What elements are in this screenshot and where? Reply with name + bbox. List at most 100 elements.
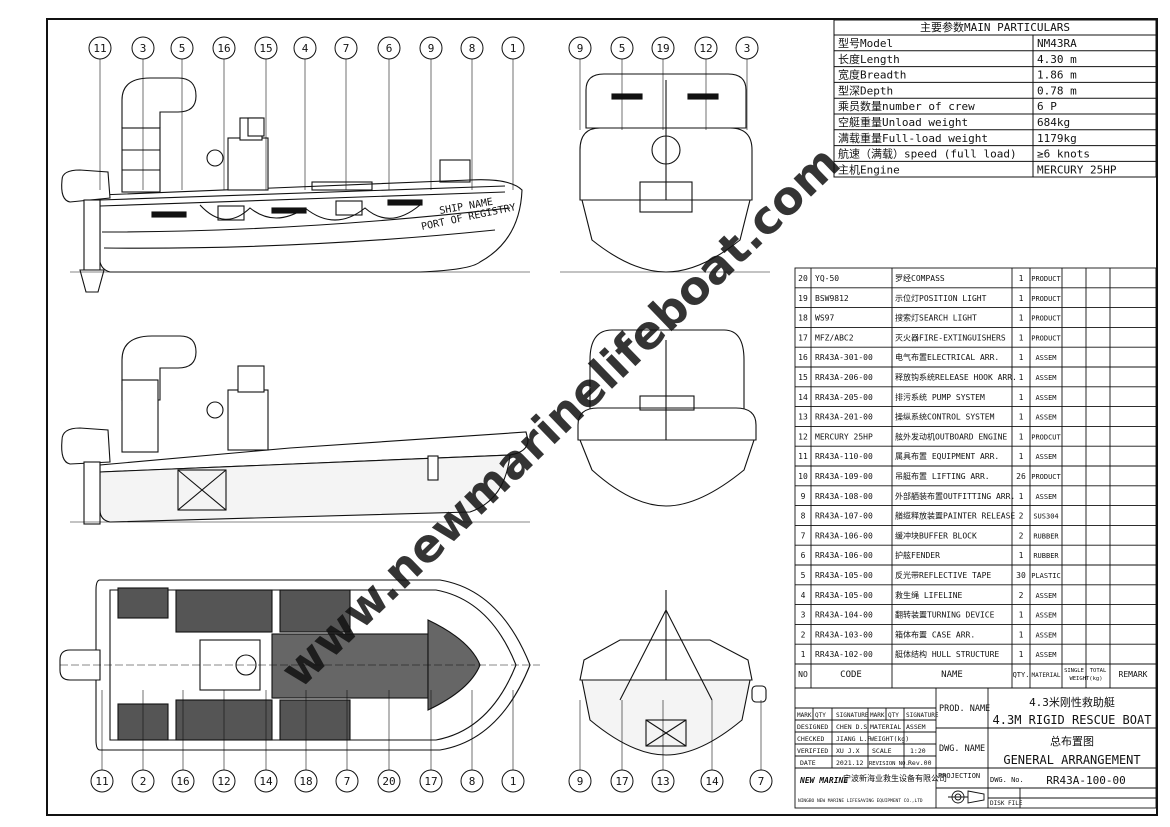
- callout-bubble: [568, 36, 592, 60]
- part-qty: 1: [1019, 393, 1024, 402]
- section-view: [577, 329, 757, 507]
- part-no: 16: [798, 353, 808, 362]
- part-name: 吊艇布置 LIFTING ARR.: [895, 471, 990, 481]
- callout-number: 7: [758, 775, 765, 788]
- callout-number: 5: [619, 42, 626, 55]
- part-qty: 1: [1019, 314, 1024, 323]
- callout-bubble: [212, 769, 236, 793]
- part-name: 示位灯POSITION LIGHT: [895, 293, 987, 303]
- part-qty: 26: [1016, 472, 1026, 481]
- callout-number: 16: [176, 775, 189, 788]
- part-name: 操纵系统CONTROL SYSTEM: [895, 412, 995, 422]
- callout-bubble: [335, 769, 359, 793]
- particular-value: NM43RA: [1037, 37, 1077, 50]
- part-name: 缓冲块BUFFER BLOCK: [895, 530, 977, 540]
- part-code: RR43A-201-00: [815, 413, 873, 422]
- part-material: ASSEM: [1035, 354, 1056, 362]
- part-code: RR43A-206-00: [815, 373, 873, 382]
- particular-label: 长度Length: [838, 52, 900, 66]
- part-name: 艇体结构 HULL STRUCTURE: [895, 649, 999, 659]
- company-logo: NEW MARINE: [799, 776, 848, 785]
- callout-bubble: [170, 36, 194, 60]
- tb-disk-file: DISK FILE: [990, 800, 1023, 807]
- tb-dwg-name: DWG. NAME: [939, 744, 985, 754]
- tb-checked-by: JIANG L.F: [836, 735, 871, 743]
- side-profile-view: [61, 77, 530, 293]
- callout-bubble: [212, 36, 236, 60]
- part-qty: 1: [1019, 353, 1024, 362]
- part-material: ASSEM: [1035, 493, 1056, 501]
- part-material: RUBBER: [1033, 532, 1059, 540]
- tb-checked: CHECKED: [797, 735, 824, 743]
- rear-view: [579, 590, 767, 756]
- particular-value: MERCURY 25HP: [1037, 163, 1117, 176]
- part-name: 外部舾装布置OUTFITTING ARR.: [895, 491, 1015, 501]
- part-code: MERCURY 25HP: [815, 432, 873, 441]
- part-no: 20: [798, 274, 808, 283]
- part-material: PLASTIC: [1031, 572, 1061, 580]
- part-code: RR43A-108-00: [815, 492, 873, 501]
- callout-bubble: [501, 36, 525, 60]
- tb-scale-val: 1:20: [910, 747, 926, 755]
- tb-dwg-no-val: RR43A-100-00: [1046, 774, 1125, 787]
- part-material: PRODUCT: [1031, 315, 1061, 323]
- tb-mark: MARK: [797, 712, 812, 719]
- callout-number: 12: [217, 775, 230, 788]
- callout-bubble: [735, 36, 759, 60]
- callout-number: 5: [179, 42, 186, 55]
- part-code: RR43A-205-00: [815, 393, 873, 402]
- callout-number: 17: [424, 775, 437, 788]
- part-code: RR43A-301-00: [815, 353, 873, 362]
- callout-bubble: [651, 769, 675, 793]
- parts-header-no: NO: [798, 670, 808, 679]
- tb-prod-en: 4.3M RIGID RESCUE BOAT: [993, 713, 1152, 727]
- particular-label: 型号Model: [838, 36, 893, 50]
- part-qty: 2: [1019, 531, 1024, 540]
- tb-material-val: ASSEM: [906, 723, 926, 731]
- parts-header-total: TOTAL: [1090, 668, 1107, 674]
- part-material: ASSEM: [1035, 631, 1056, 639]
- tb-date: DATE: [800, 759, 816, 767]
- part-no: 19: [798, 294, 808, 303]
- part-name: 释放钩系统RELEASE HOOK ARR.: [895, 372, 1017, 382]
- callout-number: 20: [382, 775, 395, 788]
- tb-dwg-cn: 总布置图: [1050, 734, 1094, 748]
- particular-value: 4.30 m: [1037, 53, 1077, 66]
- part-qty: 30: [1016, 571, 1026, 580]
- tb-designed: DESIGNED: [797, 723, 828, 731]
- tb-signature: SIGNATURE: [836, 712, 869, 719]
- part-code: RR43A-105-00: [815, 571, 873, 580]
- particular-label: 满载重量Full-load weight: [838, 131, 988, 145]
- particular-value: 1179kg: [1037, 132, 1077, 145]
- callout-bubble: [377, 36, 401, 60]
- part-code: RR43A-103-00: [815, 630, 873, 639]
- callout-number: 17: [615, 775, 628, 788]
- part-code: MFZ/ABC2: [815, 333, 854, 342]
- callout-number: 9: [428, 42, 435, 55]
- callout-bubble: [131, 36, 155, 60]
- part-qty: 1: [1019, 294, 1024, 303]
- part-qty: 1: [1019, 373, 1024, 382]
- part-material: ASSEM: [1035, 592, 1056, 600]
- callout-number: 18: [299, 775, 312, 788]
- part-material: SUS304: [1033, 513, 1058, 521]
- tb-projection: PROJECTION: [938, 772, 980, 780]
- callout-bubble: [419, 769, 443, 793]
- interior-profile-view: [61, 335, 530, 525]
- main-particulars-table: [833, 19, 1157, 178]
- part-qty: 1: [1019, 333, 1024, 342]
- part-code: RR43A-104-00: [815, 611, 873, 620]
- part-name: 翻转装置TURNING DEVICE: [895, 610, 995, 620]
- tb-qty-2: QTY: [888, 712, 899, 719]
- part-name: 罗经COMPASS: [895, 273, 945, 283]
- tb-mark-2: MARK: [870, 712, 885, 719]
- part-code: RR43A-106-00: [815, 531, 873, 540]
- part-no: 18: [798, 314, 808, 323]
- part-name: 舷外发动机OUTBOARD ENGINE: [895, 431, 1007, 441]
- part-material: ASSEM: [1035, 612, 1056, 620]
- parts-header-weight: WEIGHT(kg): [1069, 676, 1102, 682]
- callout-bubble: [334, 36, 358, 60]
- part-qty: 1: [1019, 630, 1024, 639]
- callout-bubble: [568, 769, 592, 793]
